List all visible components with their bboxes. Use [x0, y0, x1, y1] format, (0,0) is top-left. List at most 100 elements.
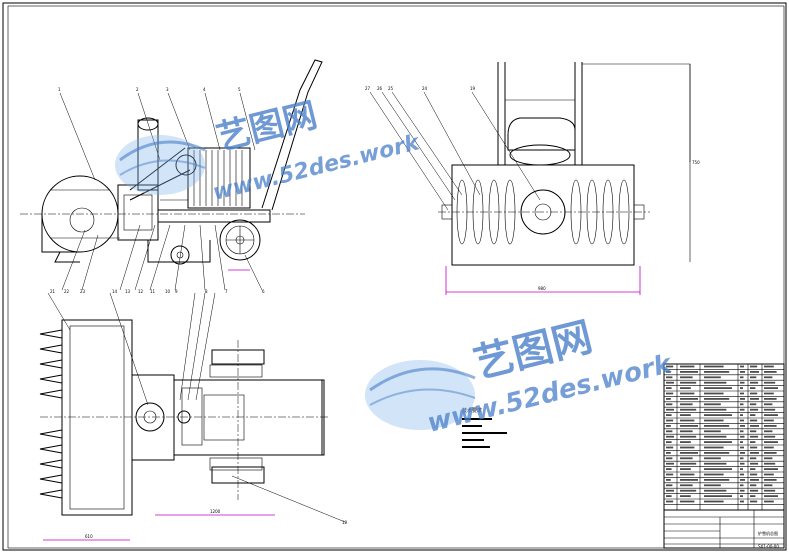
svg-text:9: 9: [175, 289, 178, 294]
parts-list-cell: [740, 403, 744, 406]
parts-list-cell: [764, 479, 777, 481]
svg-text:22: 22: [64, 289, 70, 294]
parts-list-cell: [750, 408, 759, 411]
parts-list-cell: [704, 462, 727, 465]
parts-list-cell: [740, 484, 744, 487]
parts-list-cell: [680, 457, 693, 460]
plan-view: 1200 610 18: [39, 292, 348, 541]
parts-list-cell: [666, 419, 674, 422]
parts-list-cell: [750, 419, 758, 422]
parts-list-cell: [740, 419, 744, 422]
parts-list-cell: [704, 495, 732, 497]
parts-list-cell: [750, 468, 756, 470]
parts-list-cell: [666, 468, 672, 470]
parts-list-cell: [740, 414, 743, 416]
parts-list-cell: [704, 430, 721, 433]
svg-text:12: 12: [138, 289, 144, 294]
parts-list-cell: [740, 371, 745, 373]
parts-list-cell: [740, 392, 744, 395]
parts-list-cell: [704, 441, 732, 443]
parts-list-cell: [764, 408, 776, 411]
parts-list-cell: [750, 425, 759, 427]
parts-list-cell: [764, 457, 773, 460]
parts-list-cell: [750, 403, 757, 406]
parts-list-cell: [666, 441, 672, 443]
parts-list-cell: [704, 446, 724, 449]
parts-list-cell: [680, 387, 691, 389]
parts-list-cell: [680, 403, 693, 406]
parts-list-cell: [740, 452, 745, 454]
parts-list-cell: [704, 419, 724, 422]
parts-list-cell: [764, 430, 773, 433]
parts-list-cell: [750, 392, 758, 395]
svg-text:13: 13: [125, 289, 131, 294]
parts-list-cell: [666, 435, 674, 438]
parts-list-cell: [764, 381, 776, 384]
parts-list-cell: [750, 489, 759, 492]
parts-list-cell: [704, 484, 721, 487]
parts-list-cell: [666, 365, 674, 368]
parts-list-cell: [764, 495, 778, 497]
parts-list-cell: [764, 462, 776, 465]
parts-list-cell: [680, 495, 691, 497]
parts-list-cell: [740, 376, 744, 379]
parts-list-cell: [740, 500, 744, 503]
parts-list-cell: [750, 500, 758, 503]
parts-list-cell: [764, 484, 773, 487]
svg-text:1: 1: [58, 87, 61, 92]
parts-list-cell: [750, 398, 759, 400]
svg-text:24: 24: [422, 86, 428, 91]
parts-list-cell: [666, 484, 673, 487]
parts-list-cell: [764, 398, 777, 400]
parts-list-cell: [666, 414, 672, 416]
parts-list-cell: [666, 398, 671, 400]
parts-list-cell: [764, 365, 774, 368]
parts-list-cell: [764, 446, 774, 449]
parts-list-cell: [704, 371, 730, 373]
parts-list-cell: [750, 495, 756, 497]
svg-text:11: 11: [150, 289, 156, 294]
parts-list-cell: [666, 495, 672, 497]
parts-list-cell: [666, 376, 673, 379]
parts-list-cell: [750, 473, 758, 476]
parts-list-cell: [680, 446, 695, 449]
parts-list-cell: [666, 473, 674, 476]
parts-list-cell: [764, 392, 774, 395]
svg-text:8: 8: [205, 289, 208, 294]
tech-notes: 技术要求: [462, 407, 507, 448]
parts-list-cell: [750, 430, 757, 433]
parts-list-cell: [680, 376, 693, 379]
svg-text:5: 5: [238, 87, 241, 92]
parts-list-cell: [740, 457, 744, 460]
parts-list-cell: [704, 452, 730, 454]
svg-text:6: 6: [262, 289, 265, 294]
parts-list-cell: [750, 446, 758, 449]
parts-list-cell: [764, 403, 773, 406]
parts-list-cell: [680, 392, 695, 395]
parts-list-cell: [750, 479, 759, 481]
parts-list-cell: [680, 435, 697, 438]
parts-list-cell: [764, 441, 778, 443]
parts-list-cell: [764, 500, 774, 503]
parts-list-cell: [750, 387, 756, 389]
watermark-globe-icon: [115, 135, 206, 195]
parts-list-cell: [704, 425, 730, 427]
parts-list-cell: [750, 365, 758, 368]
parts-list-cell: [704, 414, 732, 416]
parts-list-cell: [750, 441, 756, 443]
svg-text:14: 14: [112, 289, 118, 294]
parts-list-cell: [680, 408, 697, 411]
parts-list-cell: [750, 435, 759, 438]
tech-notes-heading: 技术要求: [462, 407, 482, 414]
parts-list: [663, 363, 785, 511]
parts-list-cell: [750, 381, 759, 384]
parts-list-cell: [680, 381, 697, 384]
parts-list-cell: [704, 479, 730, 481]
parts-list-cell: [750, 484, 757, 487]
title-block: 铲雪机总图 SX1-00-00: [663, 509, 785, 549]
parts-list-cell: [666, 500, 674, 503]
svg-text:21: 21: [50, 289, 56, 294]
svg-text:2: 2: [136, 87, 139, 92]
parts-list-cell: [704, 457, 721, 460]
